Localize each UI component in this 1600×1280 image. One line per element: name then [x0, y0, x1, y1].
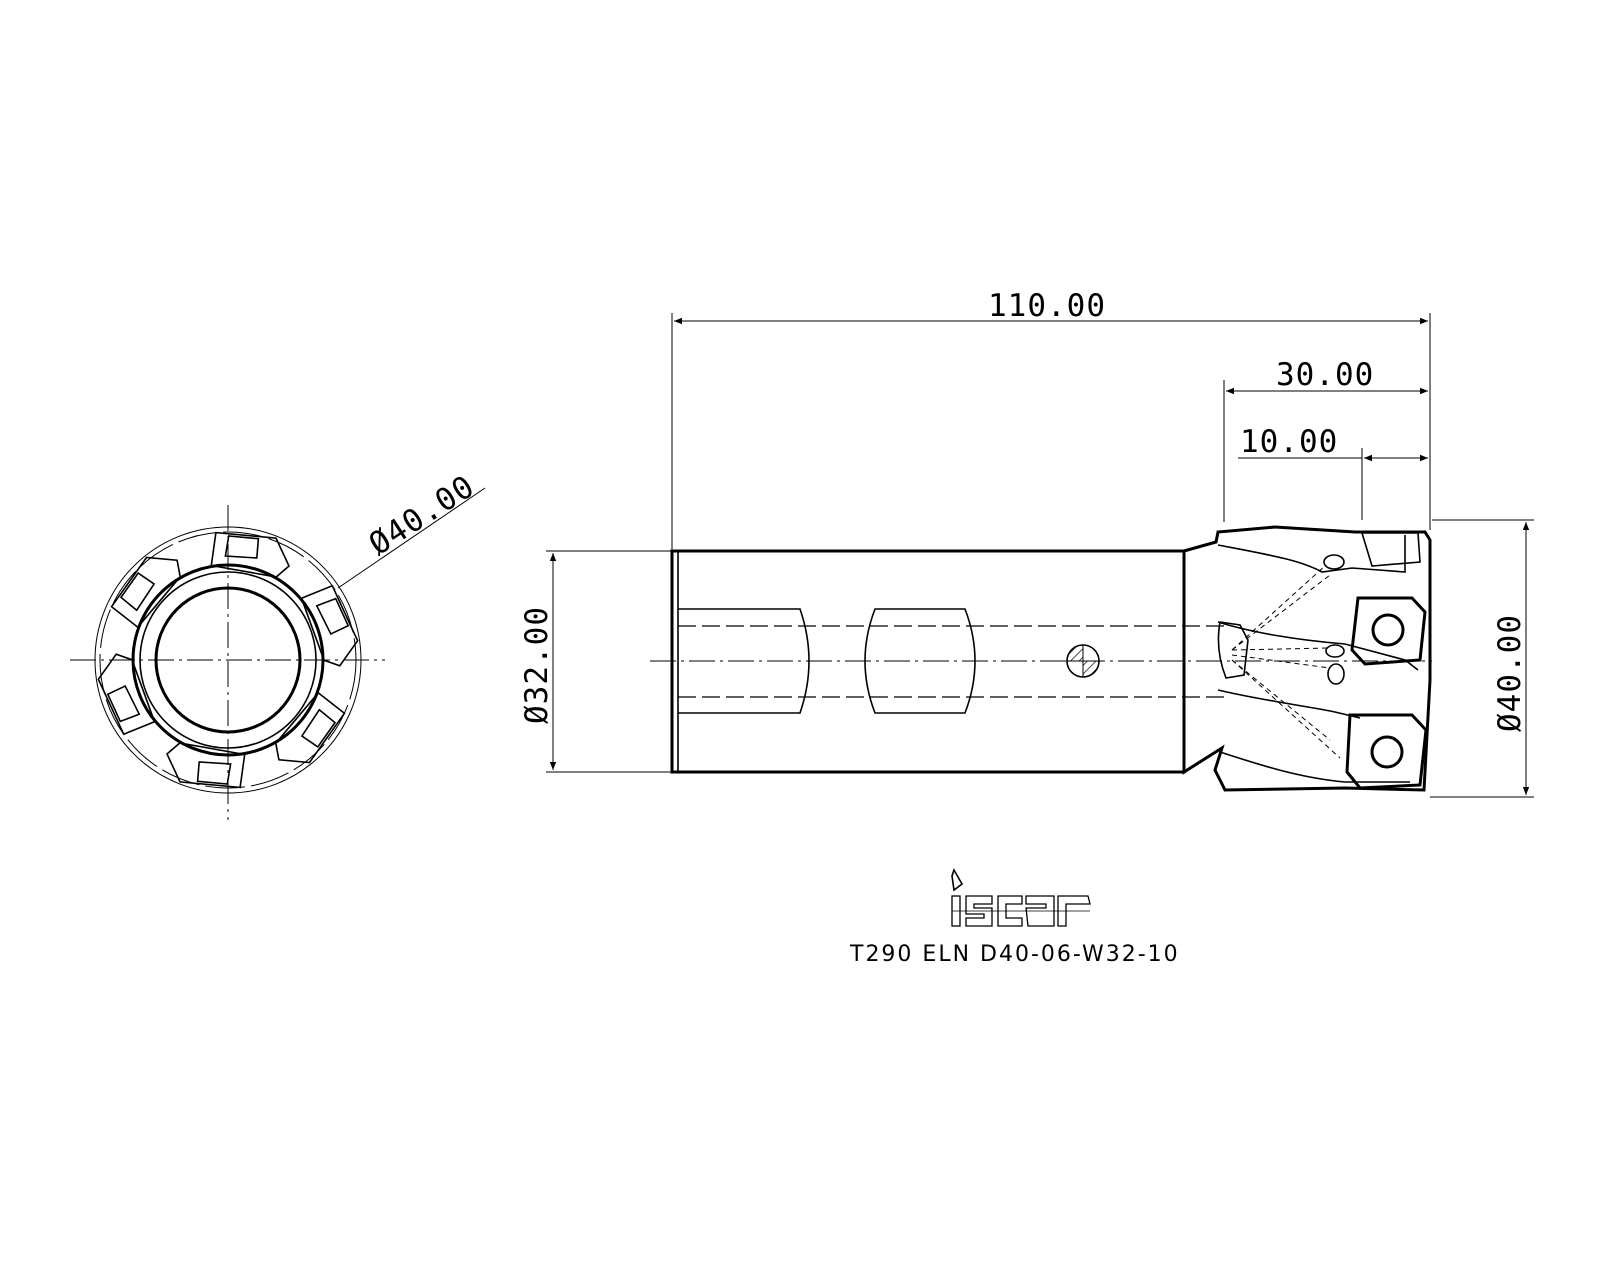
cutter-tooth — [210, 531, 290, 578]
flute-lower — [1217, 689, 1361, 719]
end-view: Ø40.00 — [70, 468, 486, 820]
body-outer-ring — [131, 563, 325, 757]
cutter-insert — [315, 597, 350, 636]
cutter-tooth — [110, 556, 182, 629]
coolant-channels — [1231, 564, 1341, 759]
dimension-30: 30.00 — [1223, 357, 1428, 522]
head-outline — [1182, 525, 1432, 792]
cutting-circle-inner — [99, 531, 357, 789]
logo-letters — [951, 895, 1091, 927]
cutter-insert — [119, 571, 156, 612]
logo-i-dot — [951, 868, 964, 892]
cutter-teeth — [97, 531, 359, 789]
coolant-hole-1 — [1323, 554, 1345, 570]
cutter-insert — [196, 761, 232, 785]
overall-length-label: 110.00 — [988, 288, 1106, 324]
flute-bottom — [1219, 751, 1410, 783]
insert-bottom-screw — [1370, 735, 1404, 769]
iscar-logo — [951, 868, 1091, 927]
coolant-hole-2 — [1325, 644, 1345, 658]
dimension-cut-diameter: Ø40.00 — [1430, 519, 1534, 798]
insert-offset-label: 10.00 — [1240, 424, 1338, 460]
cut-diameter-label: Ø40.00 — [1492, 614, 1528, 732]
part-number: T290 ELN D40-06-W32-10 — [850, 942, 1180, 967]
insert-top — [1350, 596, 1427, 666]
flute-mid — [1217, 621, 1419, 671]
coolant-pocket — [1217, 621, 1249, 679]
cutter-insert — [224, 535, 260, 559]
shank-diameter-label: Ø32.00 — [519, 606, 555, 724]
coolant-hole-3 — [1327, 663, 1345, 685]
cutter-tooth — [274, 691, 346, 764]
dimension-10: 10.00 — [1238, 424, 1428, 520]
center-mark-hatch-2 — [1082, 660, 1100, 678]
cutter-tooth — [300, 584, 359, 667]
bore-circle — [154, 586, 302, 734]
dimension-shank-diameter: Ø32.00 — [519, 550, 672, 773]
flute-upper — [1217, 535, 1406, 573]
end-view-diameter-label: Ø40.00 — [363, 468, 482, 562]
insert-top-screw — [1371, 613, 1405, 647]
cutter-tooth — [166, 742, 246, 789]
cutter-insert — [300, 708, 337, 749]
weldon-flat-2 — [864, 608, 976, 714]
side-view — [650, 525, 1432, 792]
insert-upper-tip — [1360, 532, 1421, 567]
cutter-head — [1182, 525, 1432, 792]
weldon-flat-1 — [678, 608, 810, 714]
body-ring-mid — [139, 571, 317, 749]
cutter-tooth — [97, 653, 156, 736]
cutting-circle — [94, 526, 362, 794]
center-mark-hatch-1 — [1066, 644, 1084, 662]
insert-bottom — [1345, 713, 1428, 790]
end-view-leader — [337, 487, 486, 589]
dimension-110: 110.00 — [671, 288, 1431, 551]
cutter-insert — [106, 684, 141, 723]
head-length-label: 30.00 — [1276, 357, 1374, 393]
